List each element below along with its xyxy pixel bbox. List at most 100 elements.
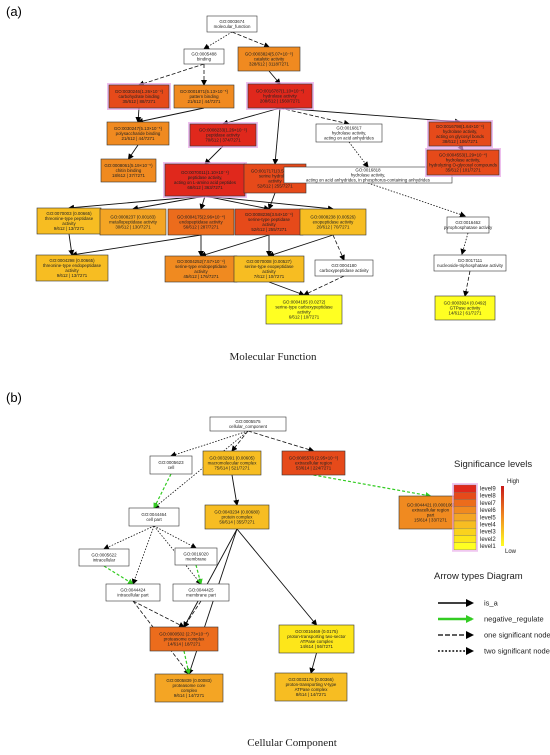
node-label: GO:0005839 (0.00083) [166,678,212,683]
legend-swatch-level6 [453,506,477,514]
node-box [426,149,500,176]
node-label: 56/614 | 355/7271 [219,520,255,525]
legend-arrow-label: two significant nodes [484,647,550,656]
node-label: serine-type peptidase [248,217,291,222]
legend-arrow-title: Arrow types Diagram [434,571,523,582]
node-label: GO:0008238 (0.00526) [310,215,356,220]
go-node-cc7: GO:0044421 (0.000106)extracellular regio… [398,495,463,530]
legend-swatch-level3 [453,528,477,536]
node-label: 18/612 | 37/7271 [112,173,145,178]
node-label: GO:0004252(7.57×10⁻⁴) [177,259,226,264]
legend-level-label: level6 [480,508,496,514]
node-box [174,547,218,566]
node-label: serine-type exopeptidase [244,264,294,269]
go-node-mf5: GO:0001871(5.13×10⁻⁵)pattern binding21/6… [173,84,235,109]
legend-level-label: level3 [480,530,496,536]
go-node-mf4: GO:0030246(1.26×10⁻⁴)carbohydrate bindin… [107,83,171,110]
edge-cc6-cc12 [183,528,238,628]
node-box [164,163,246,197]
node-label: GO:0030246(1.26×10⁻⁴) [115,89,164,94]
node-box [274,672,348,702]
node-label: GO:0005575 [235,419,261,424]
node-label: complex [181,688,198,693]
go-node-mf11: GO:0008061(5.19×10⁻⁵)chitin binding18/61… [100,158,157,183]
node-box [106,121,170,146]
node-label: GO:0030247(5.13×10⁻⁵) [114,126,163,131]
go-node-mf28: GO:0003924 (0.0492)GTPase activity14/612… [434,295,496,321]
node-label: GO:0044421 (0.000106) [407,503,455,508]
node-label: 68/612 | 363/7271 [187,185,223,190]
edge-mf2-mf4 [138,63,205,87]
node-box [149,626,219,652]
node-label: serine-type carboxypeptidase [275,305,333,310]
legend-level-label: level1 [480,544,496,550]
node-label: GO:0004298 (0.00665) [49,258,95,263]
node-box [173,84,235,109]
legend-level-label: level4 [480,523,496,529]
edge-mf12-mf19 [204,195,270,211]
node-label: proton-transporting V-type [286,682,337,687]
go-node-mf22: GO:0004252(7.57×10⁻⁴)serine-type endopep… [164,255,238,283]
node-label: GO:0016787(1.10×10⁻⁴) [256,89,305,94]
edge-cc13-cc15 [309,652,317,674]
node-label: GO:0005622 [91,553,117,558]
node-box [172,583,230,602]
node-box [105,583,161,602]
go-node-cc12: GO:0000502 (2.73×10⁻⁴)proteasome complex… [149,626,219,652]
edge-cc9-cc11 [195,564,203,585]
node-label: intracellular part [117,593,149,598]
edge-mf6-mf13 [272,107,281,165]
node-label: 7/612 | 10/7271 [254,274,285,279]
node-label: hydrolyzing O-glycosyl compounds [429,163,498,168]
node-label: hydrolase activity, [351,173,386,178]
legend-high-label: High [507,479,519,485]
node-label: metallopeptidase activity [109,220,158,225]
node-box [434,295,496,321]
node-label: GO:0043234 (0.00680) [214,510,260,515]
node-label: 52/612 | 255/7271 [257,184,293,189]
node-box [202,450,262,476]
edge-mf27-mf28 [463,270,471,297]
edge-cc4-cc7 [313,474,432,499]
node-box [100,158,157,183]
node-label: activity [262,222,276,227]
node-box [278,624,355,654]
node-label: extracellular region [412,508,450,513]
node-label: 38/612 | 106/7271 [442,139,478,144]
node-label: 35/612 | 101/7271 [445,168,481,173]
node-box [78,548,130,567]
node-label: GO:0016818 [355,168,381,173]
edge-mf6-mf8 [222,107,281,126]
node-label: GO:0003824(5.07×10⁻⁵) [245,52,294,57]
node-label: GO:0004175(2.96×10⁻⁴) [177,215,226,220]
edge-cc5-cc9 [153,525,197,549]
node-box [183,48,225,65]
node-label: GO:0016469 (0.0175) [295,629,338,634]
node-label: membrane [186,557,208,562]
edge-mf23-mf26 [268,281,305,297]
cc-nodes: GO:0005575cellular_componentGO:0005623ce… [78,416,463,703]
legend-swatch-level4 [453,520,477,529]
node-box [265,294,343,325]
node-label: molecular_function [214,24,251,29]
node-label: 208/612 | 1560/7271 [260,99,301,104]
node-label: pyrophosphatase activity [444,225,493,230]
node-label: GO:0044464 [141,512,167,517]
edge-cc10-cc12 [132,600,185,628]
legend-swatch-level5 [453,513,477,522]
edge-mf12-mf18 [199,195,206,210]
node-label: membrane part [186,593,217,598]
legend-swatch-level9 [453,484,477,493]
edge-mf1-mf2 [203,31,233,50]
node-label: ATPase complex [295,687,329,692]
node-label: GO:0016020 [183,552,209,557]
legend-low-label: Low [505,549,517,555]
edge-cc8-cc10 [103,565,134,585]
node-label: 45/612 | 176/7271 [183,274,219,279]
legend-title: Significance levels [454,459,532,470]
